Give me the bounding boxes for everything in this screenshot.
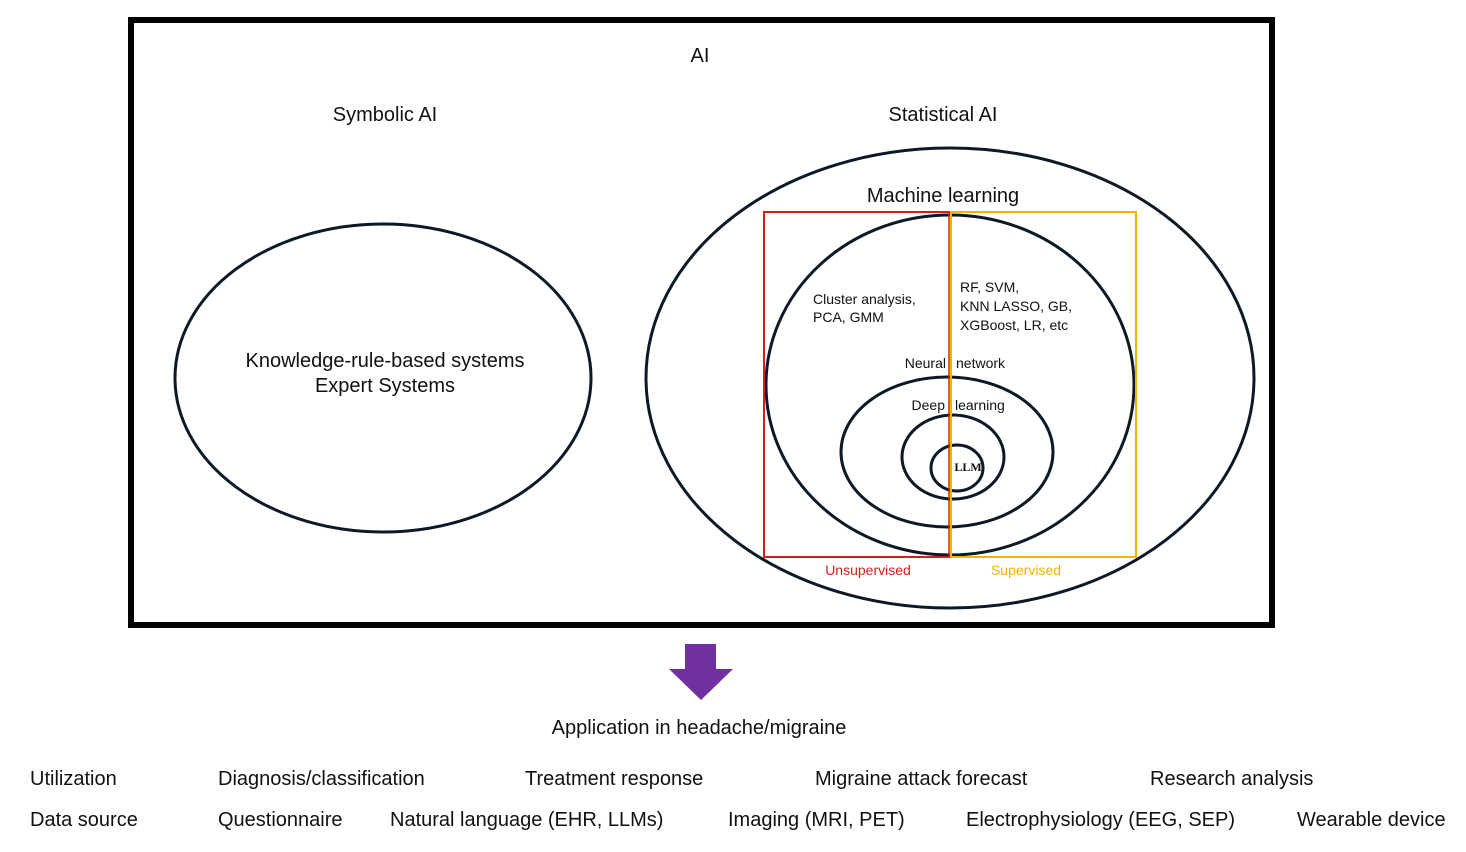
utilization-item-forecast: Migraine attack forecast: [815, 768, 1028, 790]
down-arrow-icon: [669, 644, 733, 700]
inner-ellipse: [900, 413, 1006, 501]
statistical-ai-ellipse: [644, 146, 1256, 610]
supervised-label: Supervised: [991, 562, 1061, 578]
supervised-box: [950, 211, 1137, 558]
unsupervised-examples-line2: PCA, GMM: [813, 309, 884, 325]
data-source-item-questionnaire: Questionnaire: [218, 809, 343, 831]
neural-network-label-left: Neural: [905, 355, 946, 371]
data-source-item-imaging: Imaging (MRI, PET): [728, 809, 905, 831]
unsupervised-box: [763, 211, 952, 558]
deep-learning-label-left: Deep: [912, 397, 946, 413]
data-source-item-wearable: Wearable device: [1297, 809, 1446, 831]
unsupervised-examples-line1: Cluster analysis,: [813, 291, 916, 307]
llm-ellipse: [929, 443, 985, 493]
supervised-examples-line3: XGBoost, LR, etc: [960, 317, 1068, 333]
utilization-item-treatment: Treatment response: [525, 768, 704, 790]
utilization-item-diagnosis: Diagnosis/classification: [218, 768, 425, 790]
symbolic-ai-label: Symbolic AI: [333, 104, 437, 126]
unsupervised-label: Unsupervised: [825, 562, 911, 578]
ai-frame: [128, 17, 1275, 628]
expert-systems-label: Expert Systems: [315, 375, 455, 397]
neural-network-label-right: network: [956, 355, 1006, 371]
utilization-row-label: Utilization: [30, 768, 117, 790]
deep-learning-label-right: learning: [955, 397, 1005, 413]
supervised-examples-line1: RF, SVM,: [960, 279, 1019, 295]
knowledge-systems-label: Knowledge-rule-based systems: [245, 350, 524, 372]
utilization-item-research: Research analysis: [1150, 768, 1314, 790]
llm-label: LLM: [954, 460, 981, 474]
statistical-ai-label: Statistical AI: [889, 104, 998, 126]
supervised-examples-line2: KNN LASSO, GB,: [960, 298, 1072, 314]
data-source-row-label: Data source: [30, 809, 138, 831]
data-source-item-electrophysiology: Electrophysiology (EEG, SEP): [966, 809, 1235, 831]
machine-learning-label: Machine learning: [867, 185, 1019, 207]
data-source-item-natural-language: Natural language (EHR, LLMs): [390, 809, 664, 831]
ai-label: AI: [691, 45, 710, 67]
deep-learning-ellipse: [839, 375, 1055, 529]
application-label: Application in headache/migraine: [552, 717, 847, 739]
symbolic-ai-ellipse: [173, 222, 593, 534]
